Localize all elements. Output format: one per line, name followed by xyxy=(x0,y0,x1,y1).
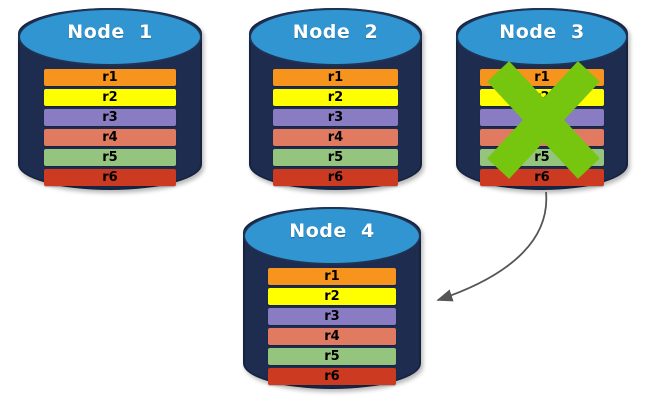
record-row[interactable]: r6 xyxy=(273,169,398,187)
record-row[interactable]: r5 xyxy=(273,149,398,167)
record-list: r1 r2 r3 r4 r5 r6 xyxy=(249,8,422,190)
node-title: Node 3 xyxy=(499,21,585,43)
record-row[interactable]: r1 xyxy=(43,68,177,86)
record-row[interactable]: r3 xyxy=(267,308,397,325)
record-row[interactable]: r6 xyxy=(267,368,397,386)
record-row[interactable]: r3 xyxy=(273,109,398,126)
record-row[interactable]: r4 xyxy=(267,328,397,346)
arrow-path xyxy=(436,191,548,302)
node-title: Node 2 xyxy=(292,21,379,43)
cylinder-top-ellipse xyxy=(18,8,202,66)
record-list: r1 r2 r3 r4 r5 r6 xyxy=(18,8,202,190)
cylinder-top-ellipse xyxy=(249,8,422,66)
record-row[interactable]: r4 xyxy=(43,129,177,147)
record-row[interactable]: r2 xyxy=(273,88,398,106)
record-row[interactable]: r5 xyxy=(267,348,397,366)
node-title: Node 4 xyxy=(289,220,375,242)
database-node-4[interactable]: Node 4 r1 r2 r3 r4 r5 r6 xyxy=(243,207,421,389)
database-node-1[interactable]: Node 1 r1 r2 r3 r4 r5 r6 xyxy=(18,8,202,190)
record-row[interactable]: r4 xyxy=(273,129,398,147)
record-row[interactable]: r6 xyxy=(43,169,177,187)
record-row[interactable]: r1 xyxy=(267,267,397,285)
database-node-2[interactable]: Node 2 r1 r2 r3 r4 r5 r6 xyxy=(249,8,422,190)
node-title: Node 1 xyxy=(67,21,153,43)
cylinder-top-ellipse xyxy=(243,207,421,265)
record-row[interactable]: r2 xyxy=(267,287,397,305)
record-list: r1 r2 r3 r4 r5 r6 xyxy=(243,207,421,389)
record-row[interactable]: r5 xyxy=(43,149,177,167)
record-row[interactable]: r1 xyxy=(273,68,398,86)
record-row[interactable]: r3 xyxy=(43,109,177,126)
record-row[interactable]: r2 xyxy=(43,88,177,106)
